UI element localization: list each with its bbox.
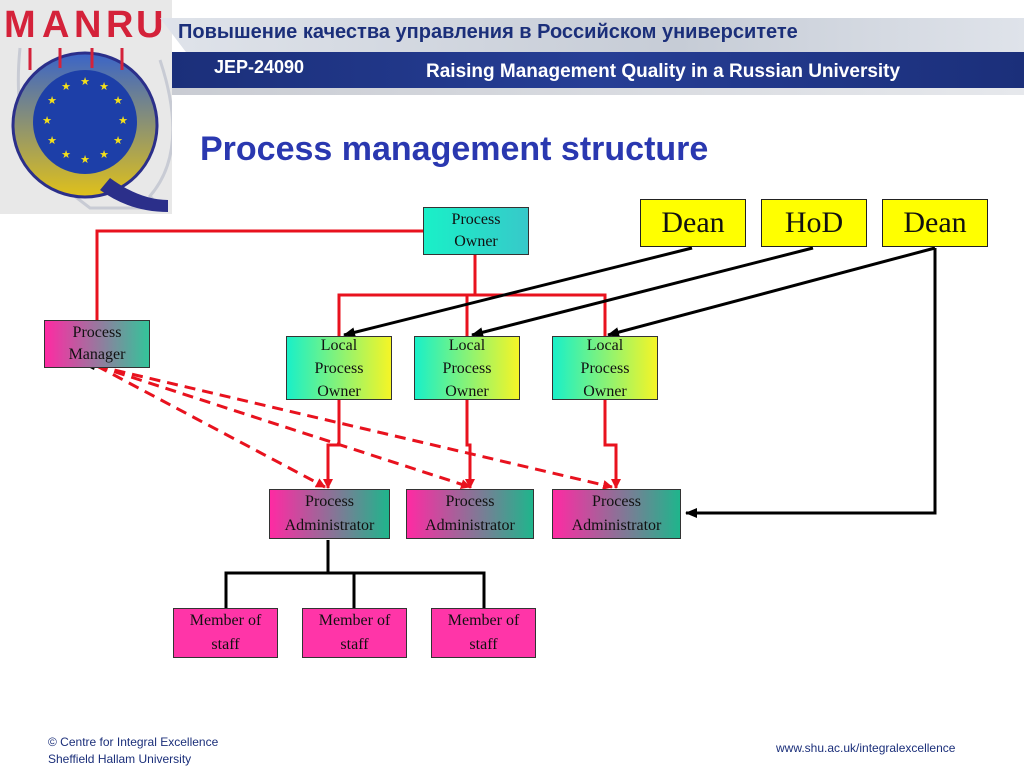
local-owner-label-3: Local Process Owner	[580, 336, 630, 400]
manru-logo: M A N R U ★★★ ★★★ ★★★ ★★★ Q	[0, 0, 172, 214]
member-of-staff-box-3: Member of staff	[431, 608, 536, 658]
footer-copyright: © Centre for Integral Excellence Sheffie…	[48, 734, 218, 768]
local-process-owner-box-2: Local Process Owner	[414, 336, 520, 400]
dean-box-1: Dean	[640, 199, 746, 247]
project-code: JEP-24090	[214, 57, 305, 77]
connector-dean2-to-local3	[607, 246, 936, 338]
process-administrator-box-1: Process Administrator	[269, 489, 390, 539]
svg-text:★: ★	[113, 94, 123, 107]
process-administrator-box-3: Process Administrator	[552, 489, 681, 539]
member-of-staff-box-1: Member of staff	[173, 608, 278, 658]
copyright-line-1: © Centre for Integral Excellence	[48, 735, 219, 749]
process-owner-box: Process Owner	[423, 207, 529, 255]
staff-label-2: Member of staff	[318, 612, 391, 653]
svg-text:★: ★	[47, 94, 57, 107]
svg-text:★: ★	[80, 153, 90, 166]
header-band-top	[160, 18, 1024, 52]
header-band-blue	[172, 52, 1024, 92]
local-process-owner-box-1: Local Process Owner	[286, 336, 392, 400]
header-title-ru: Повышение качества управления в Российск…	[178, 21, 798, 43]
administrator-label-3: Process Administrator	[571, 493, 662, 534]
logo-letter-u: U	[136, 4, 164, 46]
svg-text:★: ★	[42, 114, 52, 127]
header-title-en: Raising Management Quality in a Russian …	[426, 61, 901, 82]
connector-admin1-to-staff	[224, 540, 486, 608]
dean-box-2: Dean	[882, 199, 988, 247]
local-owner-label-2: Local Process Owner	[442, 336, 492, 400]
dean-label-2: Dean	[903, 206, 967, 239]
svg-text:★: ★	[61, 80, 71, 93]
local-process-owner-box-3: Local Process Owner	[552, 336, 658, 400]
svg-text:★: ★	[47, 134, 57, 147]
member-of-staff-box-2: Member of staff	[302, 608, 407, 658]
svg-text:★: ★	[113, 134, 123, 147]
staff-label-3: Member of staff	[447, 612, 520, 653]
dashed-manager-to-admin3	[96, 364, 613, 490]
connector-local1-to-admin1	[323, 400, 341, 489]
staff-label-1: Member of staff	[189, 612, 262, 653]
connector-hod-to-local2	[471, 246, 814, 338]
eu-q-emblem-icon: ★ ★ ★ ★ ★ ★ ★ ★ ★ ★ ★ ★	[11, 47, 172, 212]
local-owner-label-1: Local Process Owner	[314, 336, 364, 400]
dashed-manager-to-admin1	[96, 364, 326, 489]
svg-text:★: ★	[99, 148, 109, 161]
logo-letter-a: A	[42, 4, 70, 46]
connector-owner-to-manager	[95, 229, 423, 320]
process-manager-label: Process Manager	[68, 324, 126, 363]
process-owner-label: Process Owner	[451, 211, 501, 250]
copyright-line-2: Sheffield Hallam University	[48, 752, 192, 766]
hod-label: HoD	[784, 206, 844, 239]
administrator-label-1: Process Administrator	[284, 493, 375, 534]
connector-local2-to-admin2	[465, 400, 475, 489]
header-band-bottom	[172, 88, 1024, 95]
process-manager-box: Process Manager	[44, 320, 150, 368]
process-administrator-box-2: Process Administrator	[406, 489, 534, 539]
hod-box: HoD	[761, 199, 867, 247]
connector-dean1-to-local1	[343, 246, 693, 338]
svg-text:★: ★	[80, 75, 90, 88]
dashed-manager-to-admin2	[96, 364, 471, 489]
logo-letter-n: N	[74, 4, 102, 46]
logo-letter-m: M	[4, 4, 36, 46]
dean-label-1: Dean	[661, 206, 725, 239]
svg-text:★: ★	[61, 148, 71, 161]
svg-text:★: ★	[118, 114, 128, 127]
connector-dean2-to-admin3	[685, 248, 937, 518]
logo-letter-r: R	[106, 4, 134, 46]
page-title: Process management structure	[200, 130, 709, 168]
svg-text:★: ★	[99, 80, 109, 93]
administrator-label-2: Process Administrator	[425, 493, 515, 534]
connector-owner-to-locals	[337, 254, 607, 336]
footer-url[interactable]: www.shu.ac.uk/integralexcellence	[776, 741, 956, 755]
connector-local3-to-admin3	[603, 400, 621, 489]
